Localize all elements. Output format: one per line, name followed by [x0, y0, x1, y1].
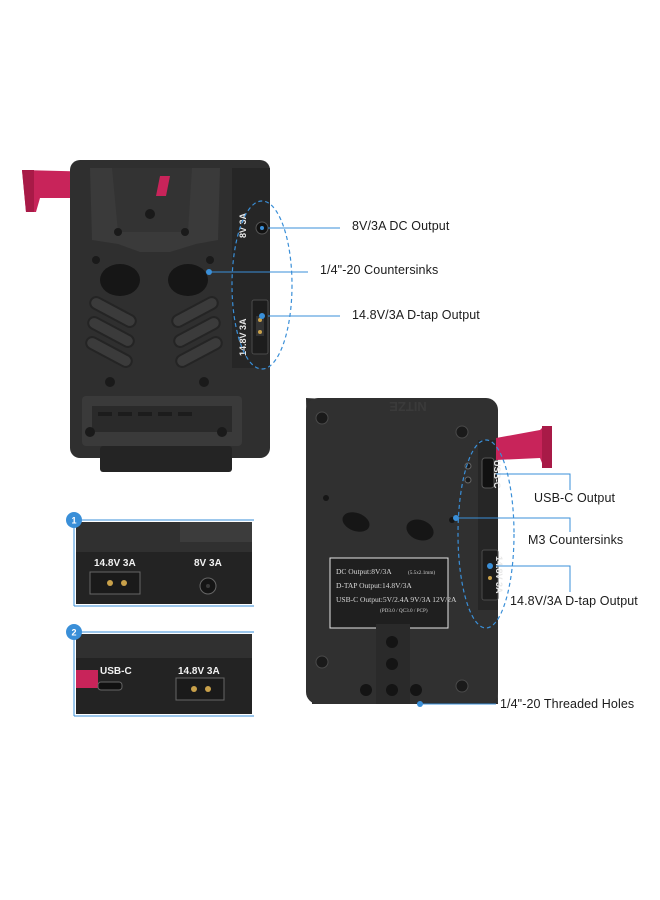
spec-plate: DC Output:8V/3A (5.5x2.1mm) D-TAP Output… — [336, 567, 457, 614]
detail-panel-1-label-dc: 8V 3A — [194, 558, 222, 569]
back-device-body — [306, 398, 552, 704]
spec-line-dtap: D-TAP Output:14.8V/3A — [336, 581, 412, 590]
detail-panel-2 — [66, 624, 254, 717]
spec-line-usbc: USB-C Output:5V/2.4A 9V/3A 12V/2A — [336, 595, 457, 604]
back-brand-logo: NITZE — [389, 399, 427, 414]
callout-threaded-holes: 1/4"-20 Threaded Holes — [500, 697, 635, 711]
spec-line-dc-size: (5.5x2.1mm) — [408, 569, 435, 576]
spec-line-protocols: (PD3.0 / QC3.0 / PCP) — [380, 607, 428, 614]
callout-m3-countersinks: M3 Countersinks — [528, 533, 624, 547]
front-port-label-dc: 8V 3A — [238, 212, 248, 238]
callout-dtap-back: 14.8V/3A D-tap Output — [510, 594, 638, 608]
detail-panel-1-number: 1 — [71, 516, 76, 526]
callout-dtap-front: 14.8V/3A D-tap Output — [352, 308, 480, 322]
spec-line-dc: DC Output:8V/3A — [336, 567, 392, 576]
detail-panel-2-label-dtap: 14.8V 3A — [178, 666, 220, 677]
detail-panel-2-number: 2 — [71, 628, 76, 638]
back-callout-lines — [420, 473, 571, 705]
front-highlight-ellipse — [231, 200, 293, 370]
detail-panel-1-label-dtap: 14.8V 3A — [94, 558, 136, 569]
callout-dc-output: 8V/3A DC Output — [352, 219, 450, 233]
detail-panel-1 — [66, 512, 254, 607]
back-highlight-ellipse — [457, 439, 515, 629]
front-port-label-dtap: 14.8V 3A — [238, 318, 248, 356]
callout-quarter-countersinks: 1/4"-20 Countersinks — [320, 263, 439, 277]
back-port-label-dtap: 14.8V 3A — [494, 556, 504, 594]
detail-panel-2-label-usbc: USB-C — [100, 666, 132, 677]
front-device-body — [70, 160, 270, 472]
callout-usbc-output: USB-C Output — [534, 491, 616, 505]
front-callout-lines — [210, 227, 340, 317]
